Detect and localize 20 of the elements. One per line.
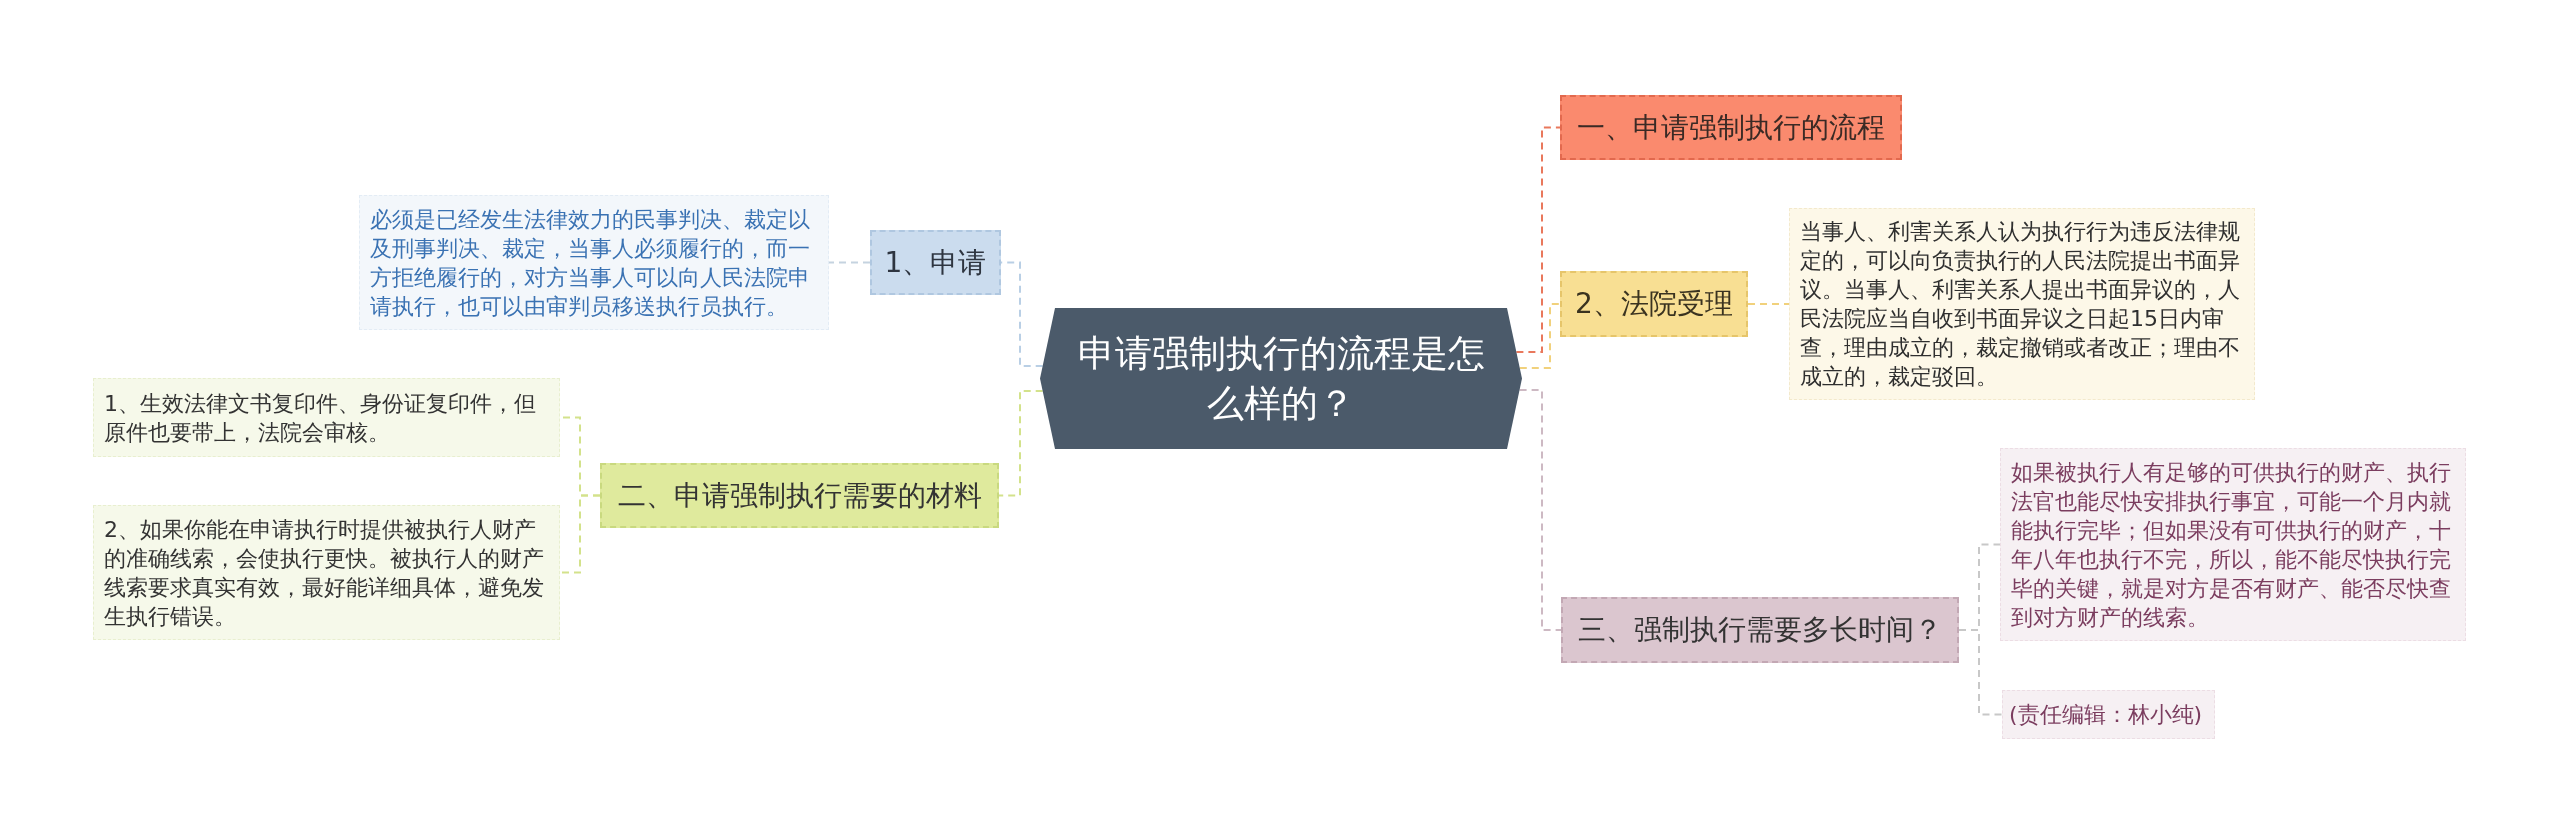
connector bbox=[1958, 629, 2003, 716]
connector bbox=[828, 261, 871, 264]
connector bbox=[1518, 389, 1562, 631]
note-box: 如果被执行人有足够的可供执行的财产、执行法官也能尽快安排执行事宜，可能一个月内就能执行完毕；但如果没有可供执行的财产，十年八年也执行不完，所以，能不能尽快执行完毕的关键，就是对方是否有财产、能否尽快查到对方财产的线索。 bbox=[2000, 448, 2466, 641]
note-box: 2、如果你能在申请执行时提供被执行人财产的准确线索，会使执行更快。被执行人的财产线索要求真实有效，最好能详细具体，避免发生执行错误。 bbox=[93, 505, 560, 640]
connector bbox=[1515, 126, 1561, 353]
topic-box: 一、申请强制执行的流程 bbox=[1560, 95, 1902, 160]
note-box: 1、生效法律文书复印件、身份证复印件，但原件也要带上，法院会审核。 bbox=[93, 378, 560, 457]
topic-box: 1、申请 bbox=[870, 230, 1001, 295]
topic-box: 二、申请强制执行需要的材料 bbox=[600, 463, 999, 528]
topic-box: 三、强制执行需要多长时间？ bbox=[1561, 597, 1959, 663]
connector bbox=[559, 494, 601, 574]
topic-hexagon: 申请强制执行的流程是怎么样的？ bbox=[1040, 308, 1522, 449]
connector bbox=[998, 390, 1044, 497]
note-box: 当事人、利害关系人认为执行行为违反法律规定的，可以向负责执行的人民法院提出书面异议。当事人、利害关系人提出书面异议的，人民法院应当自收到书面异议之日起15日内审查，理由成立的，裁定撤销或者改正；理由不成立的，裁定驳回。 bbox=[1789, 208, 2255, 400]
topic-box: 2、法院受理 bbox=[1560, 271, 1748, 337]
connector bbox=[1747, 303, 1790, 305]
connector bbox=[1518, 303, 1561, 369]
note-box: (责任编辑：林小纯) bbox=[2002, 690, 2215, 739]
note-box: 必须是已经发生法律效力的民事判决、裁定以及刑事判决、裁定，当事人必须履行的，而一方拒绝履行的，对方当事人可以向人民法院申请执行，也可以由审判员移送执行员执行。 bbox=[359, 195, 829, 330]
